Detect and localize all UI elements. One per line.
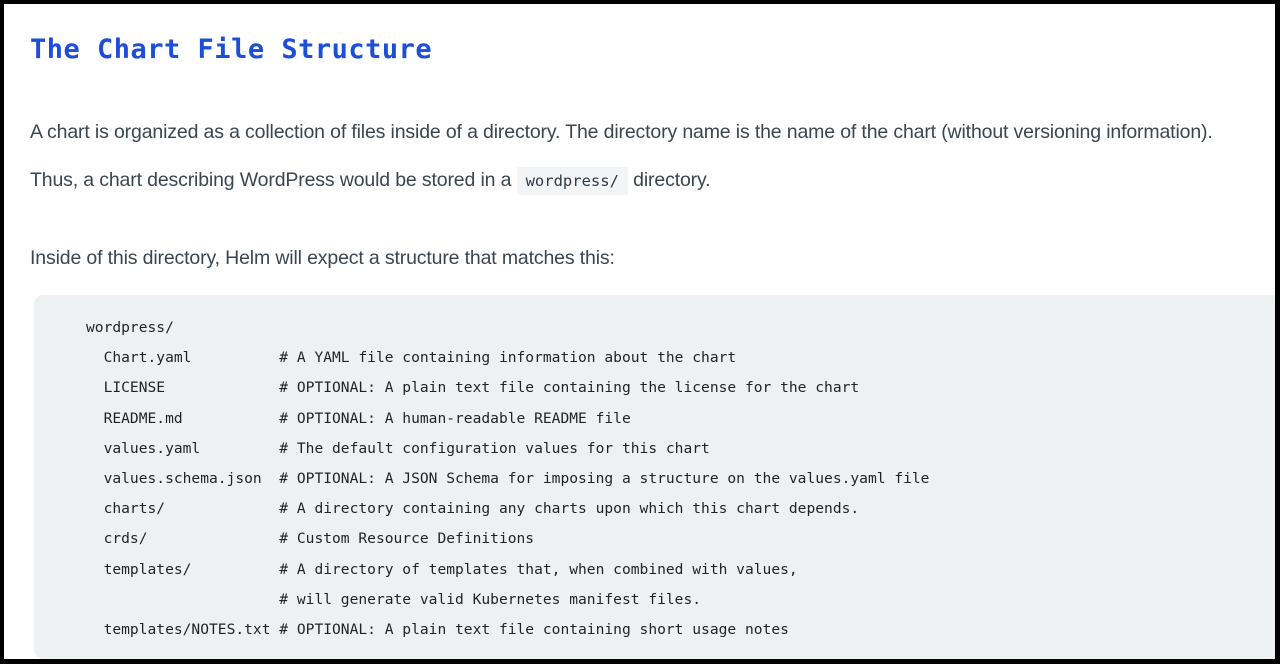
code-line: templates/NOTES.txt # OPTIONAL: A plain … [86,620,789,638]
code-line: LICENSE # OPTIONAL: A plain text file co… [86,379,860,397]
code-line: wordpress/ [86,319,174,336]
code-line: values.yaml # The default configuration … [86,439,710,457]
code-line: # will generate valid Kubernetes manifes… [86,590,702,608]
code-line: charts/ # A directory containing any cha… [86,500,860,518]
inline-code-wordpress-dir: wordpress/ [516,166,628,195]
code-line: templates/ # A directory of templates th… [86,560,798,578]
intro-paragraph: A chart is organized as a collection of … [30,108,1230,205]
code-line: README.md # OPTIONAL: A human-readable R… [86,409,631,427]
structure-lead-in-paragraph: Inside of this directory, Helm will expe… [30,246,615,269]
code-block-content: wordpress/ Chart.yaml # A YAML file cont… [34,313,1275,645]
page-title: The Chart File Structure [30,34,433,66]
code-block: wordpress/ Chart.yaml # A YAML file cont… [34,295,1275,659]
code-line: values.schema.json # OPTIONAL: A JSON Sc… [86,469,930,487]
code-line: crds/ # Custom Resource Definitions [86,530,535,548]
code-line: Chart.yaml # A YAML file containing info… [86,349,737,367]
intro-paragraph-text-after: directory. [627,168,711,191]
documentation-page: The Chart File Structure A chart is orga… [4,4,1275,659]
intro-paragraph-text-before: A chart is organized as a collection of … [30,120,1213,191]
